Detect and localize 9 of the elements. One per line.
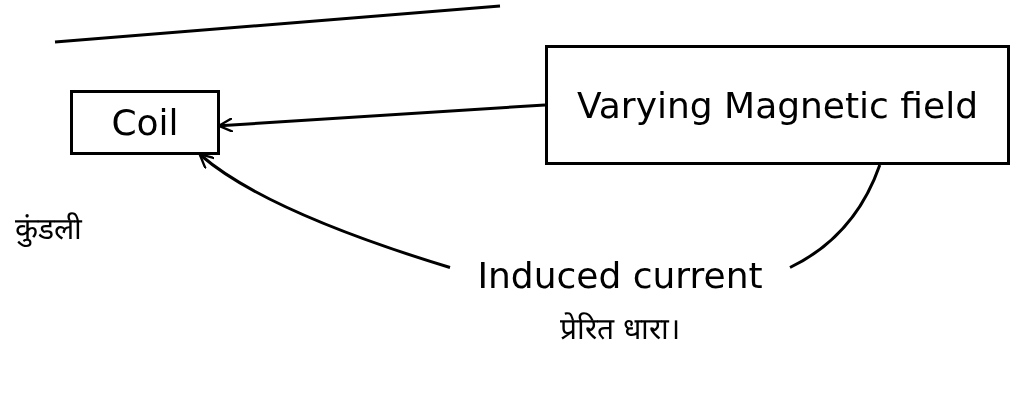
concept-box — [70, 90, 220, 155]
node-label: Coil — [111, 101, 179, 145]
hindi-label: प्रेरित धारा। — [559, 309, 681, 348]
hindi-label: कुंडली — [15, 210, 82, 248]
arrow — [198, 153, 451, 269]
arrow — [217, 103, 546, 134]
concept-box — [545, 45, 1010, 165]
node-label: Induced current — [477, 253, 763, 298]
node-label: Varying Magnetic field — [576, 83, 979, 128]
